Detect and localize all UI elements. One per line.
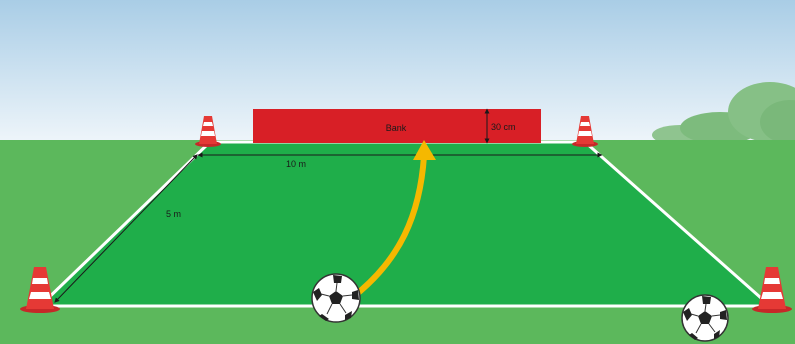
bench-label: Bank — [386, 123, 407, 133]
bench-height-label: 30 cm — [491, 122, 516, 132]
soccer-ball-icon — [682, 295, 728, 341]
width-label: 10 m — [286, 159, 306, 169]
soccer-ball-icon — [312, 274, 360, 322]
depth-label: 5 m — [166, 209, 181, 219]
